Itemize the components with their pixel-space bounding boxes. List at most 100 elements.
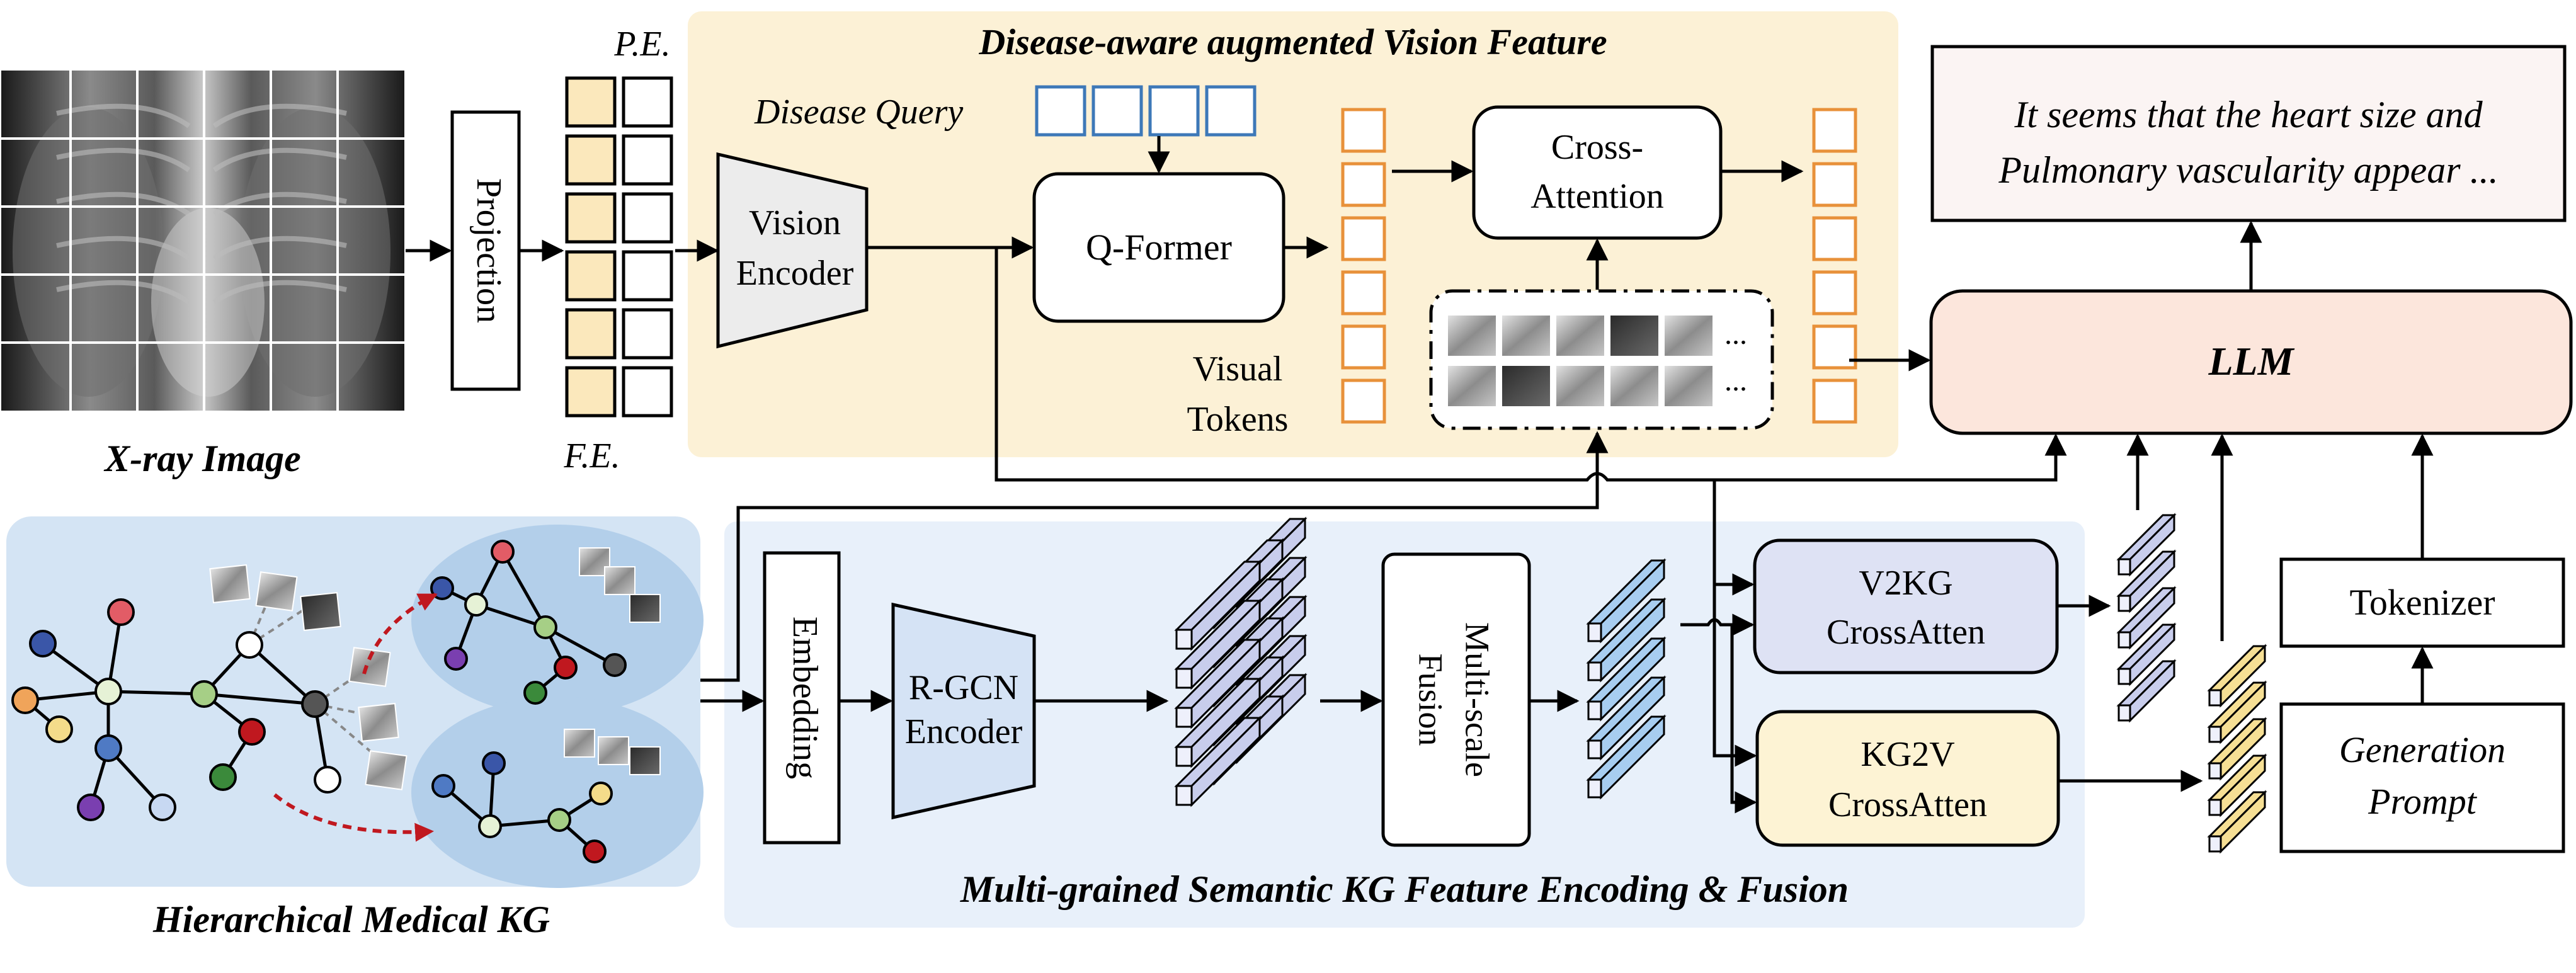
kg-edge bbox=[25, 690, 109, 702]
token-box bbox=[1812, 270, 1857, 316]
path-fused-to-kg2v bbox=[1730, 625, 1757, 814]
kg-node bbox=[314, 766, 341, 794]
kg-node bbox=[236, 631, 263, 659]
kg2v-cube bbox=[2207, 644, 2267, 708]
generation-prompt-line2: Prompt bbox=[2368, 781, 2478, 822]
subgraph-node bbox=[482, 751, 506, 775]
patch-ellipsis-2: ... bbox=[1724, 364, 1747, 397]
fused-cube bbox=[1586, 597, 1667, 683]
vision-encoder bbox=[716, 152, 869, 349]
subgraph-edge bbox=[544, 625, 616, 667]
fused-cube bbox=[1586, 675, 1667, 761]
kg-node bbox=[190, 680, 218, 708]
kg-node bbox=[94, 678, 122, 705]
kg-node bbox=[77, 794, 105, 821]
subgraph-node bbox=[583, 839, 607, 863]
embedding-box bbox=[763, 551, 841, 845]
kg2v-output-cubes bbox=[2207, 644, 2267, 854]
kg-feature-cube bbox=[1174, 715, 1262, 807]
kg-image-patch bbox=[348, 647, 391, 687]
subgraph-node bbox=[444, 647, 468, 671]
subgraph-node bbox=[478, 814, 502, 838]
rgcn-feature-cubes bbox=[1174, 516, 1308, 807]
cube-front bbox=[2208, 689, 2222, 707]
fused-feature-cubes bbox=[1586, 558, 1667, 800]
cube-front bbox=[1175, 785, 1193, 806]
position-embedding-square bbox=[565, 76, 617, 128]
subgraph-node bbox=[533, 615, 557, 639]
position-embedding-square bbox=[565, 250, 617, 302]
tokenizer-box bbox=[2279, 557, 2565, 648]
cube-front bbox=[1175, 668, 1193, 689]
query-box bbox=[1091, 85, 1143, 137]
kg2v-cube bbox=[2207, 790, 2267, 854]
v2kg-line2: CrossAtten bbox=[1827, 613, 1985, 652]
kg-node bbox=[11, 686, 39, 714]
kg-node bbox=[301, 690, 329, 718]
generation-prompt-line1: Generation bbox=[2339, 729, 2505, 770]
subgraph-patch bbox=[564, 729, 595, 758]
cube-front bbox=[2208, 725, 2222, 743]
kg2v-cube bbox=[2207, 717, 2267, 781]
token-box bbox=[1812, 216, 1857, 261]
query-box bbox=[1035, 85, 1086, 137]
embedding-squares bbox=[565, 76, 673, 418]
v2kg-cube bbox=[2116, 513, 2177, 577]
token-box bbox=[1341, 162, 1386, 207]
lung-patch bbox=[1663, 314, 1714, 357]
kg-edge bbox=[108, 690, 205, 696]
lung-patch bbox=[1555, 365, 1605, 407]
token-box bbox=[1812, 378, 1857, 424]
cube-front bbox=[1175, 707, 1193, 728]
subgraph-node bbox=[491, 540, 515, 564]
lung-patch bbox=[1555, 314, 1605, 357]
subgraph-patch bbox=[598, 736, 629, 765]
lung-patch bbox=[1501, 314, 1551, 357]
embedding-label: Embedding bbox=[785, 617, 824, 779]
vision-encoder-line1: Vision bbox=[749, 203, 841, 242]
token-box bbox=[1341, 270, 1386, 316]
subgraph-node bbox=[547, 808, 571, 832]
output-text-line1: It seems that the heart size and bbox=[2014, 94, 2483, 135]
subgraph-node bbox=[603, 653, 627, 677]
vision-panel-title: Disease-aware augmented Vision Feature bbox=[978, 21, 1607, 62]
v2kg-line1: V2KG bbox=[1859, 564, 1952, 603]
kg2v-line1: KG2V bbox=[1861, 735, 1954, 774]
xray-caption: X-ray Image bbox=[103, 438, 301, 479]
fused-cube bbox=[1586, 636, 1667, 722]
cube-front bbox=[1587, 622, 1602, 642]
cross-attention-line1: Cross- bbox=[1551, 128, 1643, 167]
output-tokens-column bbox=[1812, 108, 1857, 424]
patch-ellipsis-1: ... bbox=[1724, 317, 1747, 351]
feature-embedding-square bbox=[622, 134, 673, 186]
feature-embedding-square bbox=[622, 250, 673, 302]
output-text-box bbox=[1930, 45, 2567, 222]
projection-label: Projection bbox=[469, 178, 508, 323]
cube-front bbox=[2117, 631, 2131, 649]
v2kg-cube bbox=[2116, 622, 2177, 686]
query-box bbox=[1148, 85, 1200, 137]
kg-image-patch bbox=[365, 750, 407, 790]
cube-front bbox=[1175, 746, 1193, 767]
cube-front bbox=[1587, 778, 1602, 799]
kg2v-line2: CrossAtten bbox=[1828, 785, 1987, 824]
cube-front bbox=[2117, 704, 2131, 722]
kg-edge bbox=[248, 644, 316, 705]
subgraph-node bbox=[464, 593, 488, 617]
lung-patch bbox=[1447, 365, 1497, 407]
kg-node bbox=[107, 598, 135, 626]
position-embedding-square bbox=[565, 366, 617, 418]
rgcn-line1: R-GCN bbox=[909, 668, 1018, 707]
feature-embedding-square bbox=[622, 192, 673, 244]
vision-encoder-line2: Encoder bbox=[736, 254, 854, 293]
subgraph-node bbox=[523, 681, 547, 705]
lung-patch bbox=[1447, 314, 1497, 357]
cube-front bbox=[2208, 835, 2222, 853]
kg-panel-title: Multi-grained Semantic KG Feature Encodi… bbox=[960, 868, 1849, 910]
subgraph-patch bbox=[629, 746, 661, 775]
kg-node bbox=[149, 794, 176, 821]
subgraph-edge bbox=[476, 603, 546, 629]
generation-prompt-box bbox=[2279, 702, 2565, 853]
rgcn-encoder bbox=[891, 602, 1036, 820]
